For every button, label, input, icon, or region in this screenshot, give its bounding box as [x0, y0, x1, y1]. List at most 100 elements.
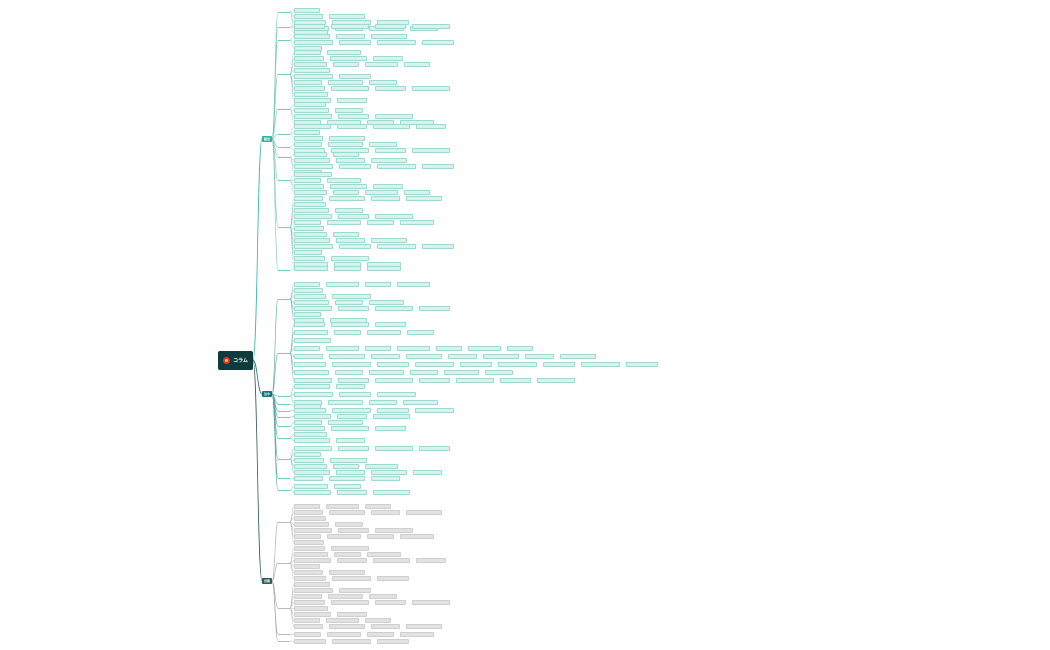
leaf-node[interactable] [294, 62, 327, 67]
leaf-node[interactable] [294, 68, 330, 73]
leaf-node[interactable] [294, 446, 332, 451]
branch-label[interactable] [278, 107, 290, 110]
branch-label[interactable] [278, 402, 290, 405]
leaf-node[interactable] [294, 570, 323, 575]
leaf-node[interactable] [294, 639, 326, 644]
leaf-node[interactable] [328, 80, 363, 85]
leaf-node[interactable] [377, 164, 416, 169]
leaf-node[interactable] [412, 24, 450, 29]
leaf-node[interactable] [371, 238, 407, 243]
leaf-node[interactable] [377, 639, 409, 644]
leaf-node[interactable] [326, 282, 359, 287]
leaf-node[interactable] [367, 552, 401, 557]
leaf-node[interactable] [377, 408, 409, 413]
leaf-node[interactable] [294, 354, 323, 359]
leaf-node[interactable] [331, 256, 369, 261]
leaf-node[interactable] [294, 142, 322, 147]
leaf-node[interactable] [294, 208, 329, 213]
leaf-node[interactable] [460, 362, 492, 367]
leaf-node[interactable] [294, 232, 327, 237]
branch-label[interactable] [278, 394, 290, 397]
leaf-node[interactable] [397, 282, 430, 287]
leaf-node[interactable] [373, 558, 410, 563]
leaf-node[interactable] [335, 300, 363, 305]
category-node-hourei[interactable]: 法令 [262, 391, 272, 397]
leaf-node[interactable] [294, 384, 330, 389]
branch-label[interactable] [278, 351, 290, 354]
leaf-node[interactable] [375, 426, 406, 431]
leaf-node[interactable] [332, 639, 371, 644]
branch-label[interactable] [278, 424, 290, 427]
leaf-node[interactable] [328, 420, 363, 425]
leaf-node[interactable] [294, 312, 321, 317]
leaf-node[interactable] [339, 40, 371, 45]
leaf-node[interactable] [373, 56, 403, 61]
leaf-node[interactable] [375, 214, 413, 219]
branch-label[interactable] [278, 476, 290, 479]
leaf-node[interactable] [332, 294, 371, 299]
leaf-node[interactable] [377, 576, 409, 581]
leaf-node[interactable] [365, 504, 391, 509]
leaf-node[interactable] [294, 522, 329, 527]
leaf-node[interactable] [294, 102, 326, 107]
leaf-node[interactable] [294, 540, 324, 545]
leaf-node[interactable] [406, 354, 442, 359]
leaf-node[interactable] [334, 330, 361, 335]
leaf-node[interactable] [333, 62, 359, 67]
leaf-node[interactable] [525, 354, 554, 359]
leaf-node[interactable] [400, 220, 434, 225]
leaf-node[interactable] [339, 244, 371, 249]
leaf-node[interactable] [337, 98, 367, 103]
leaf-node[interactable] [327, 178, 361, 183]
leaf-node[interactable] [371, 476, 400, 481]
leaf-node[interactable] [329, 510, 365, 515]
leaf-node[interactable] [294, 220, 321, 225]
leaf-node[interactable] [422, 164, 454, 169]
branch-label[interactable] [278, 297, 290, 300]
leaf-node[interactable] [294, 490, 331, 495]
branch-label[interactable] [278, 132, 290, 135]
leaf-node[interactable] [365, 62, 398, 67]
leaf-node[interactable] [294, 378, 332, 383]
leaf-node[interactable] [328, 594, 363, 599]
leaf-node[interactable] [369, 142, 397, 147]
leaf-node[interactable] [333, 190, 359, 195]
leaf-node[interactable] [400, 632, 434, 637]
central-topic[interactable]: コラム [218, 351, 253, 370]
leaf-node[interactable] [336, 158, 365, 163]
leaf-node[interactable] [329, 570, 365, 575]
leaf-node[interactable] [365, 282, 391, 287]
leaf-node[interactable] [369, 594, 397, 599]
leaf-node[interactable] [365, 464, 398, 469]
leaf-node[interactable] [334, 484, 361, 489]
leaf-node[interactable] [294, 534, 321, 539]
leaf-node[interactable] [365, 346, 391, 351]
leaf-node[interactable] [294, 86, 325, 91]
leaf-node[interactable] [326, 504, 359, 509]
leaf-node[interactable] [338, 528, 369, 533]
leaf-node[interactable] [404, 62, 430, 67]
leaf-node[interactable] [338, 306, 369, 311]
leaf-node[interactable] [369, 300, 404, 305]
leaf-node[interactable] [294, 346, 320, 351]
leaf-node[interactable] [483, 354, 519, 359]
leaf-node[interactable] [294, 576, 326, 581]
leaf-node[interactable] [367, 220, 394, 225]
leaf-node[interactable] [375, 600, 406, 605]
leaf-node[interactable] [335, 108, 363, 113]
branch-label[interactable] [278, 436, 290, 439]
leaf-node[interactable] [327, 632, 361, 637]
branch-label[interactable] [278, 632, 290, 635]
leaf-node[interactable] [294, 600, 325, 605]
leaf-node[interactable] [334, 266, 361, 271]
leaf-node[interactable] [294, 124, 331, 129]
leaf-node[interactable] [294, 362, 326, 367]
leaf-node[interactable] [444, 370, 479, 375]
leaf-node[interactable] [294, 564, 320, 569]
leaf-node[interactable] [327, 220, 361, 225]
leaf-node[interactable] [329, 136, 365, 141]
leaf-node[interactable] [334, 552, 361, 557]
leaf-node[interactable] [331, 86, 369, 91]
branch-label[interactable] [278, 639, 290, 642]
leaf-node[interactable] [371, 510, 400, 515]
